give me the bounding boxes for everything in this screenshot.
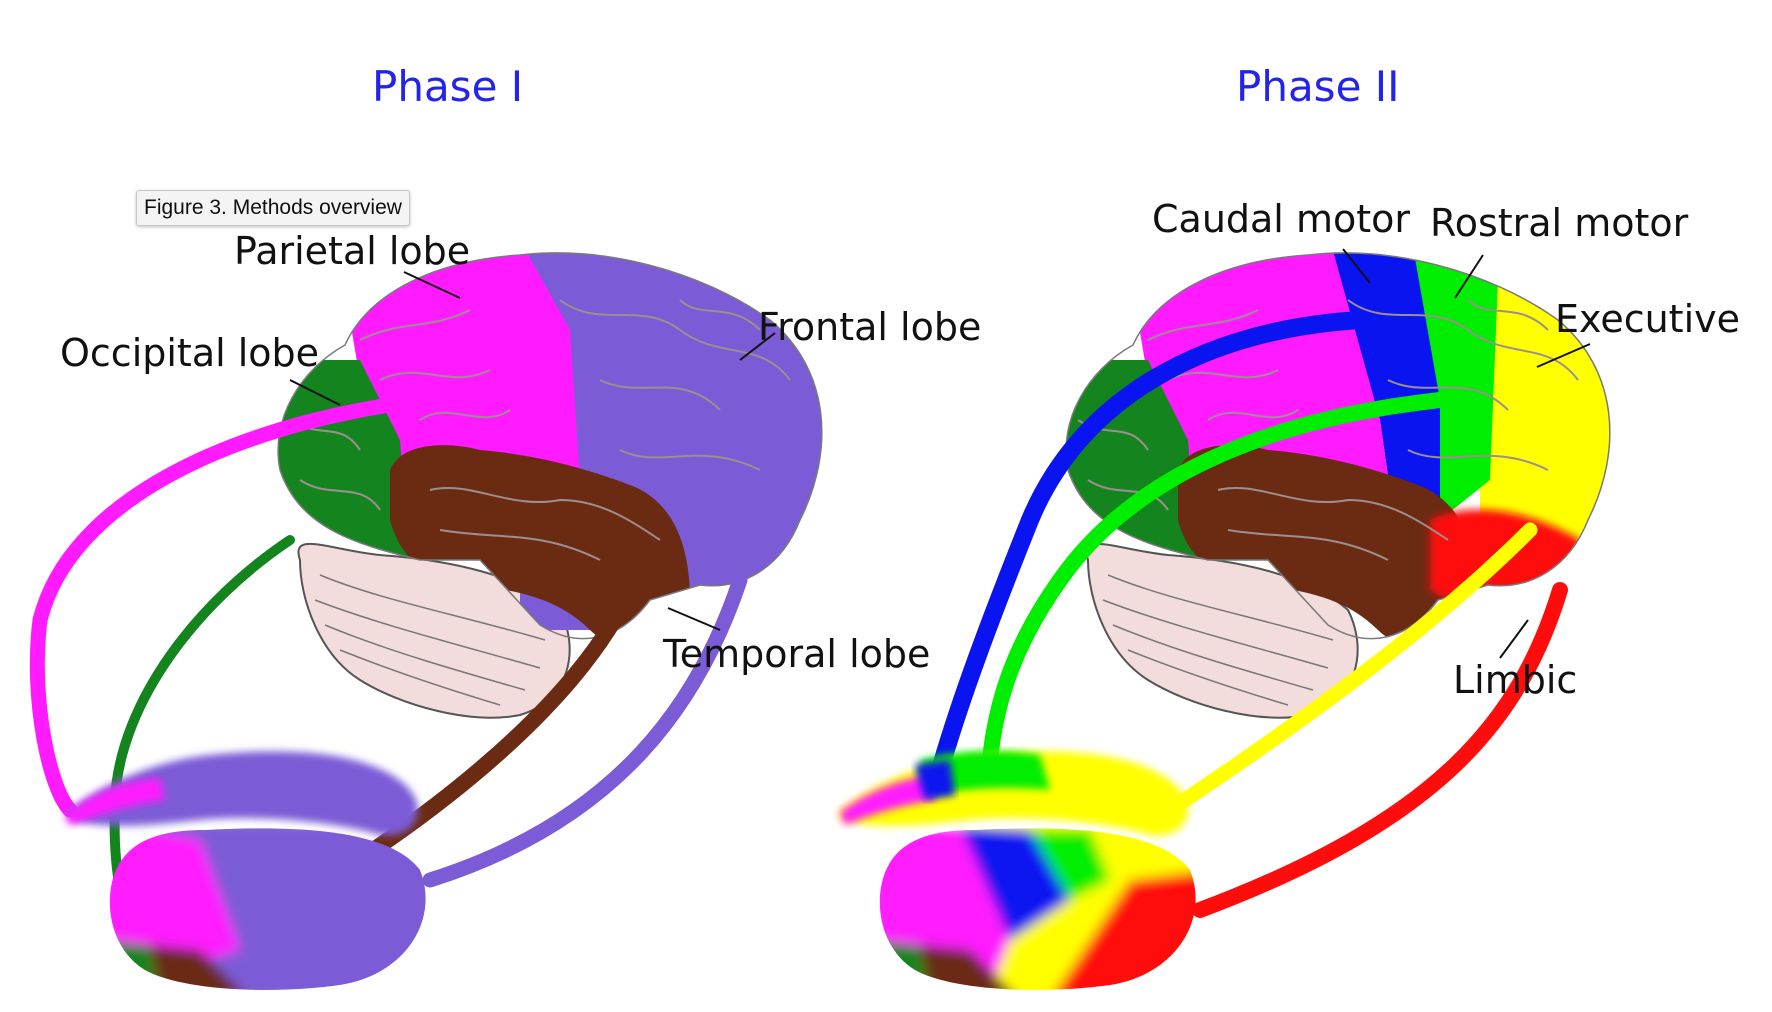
rostral-motor-label: Rostral motor (1430, 201, 1689, 245)
executive-label: Executive (1555, 297, 1740, 341)
brain-outline-2 (1065, 252, 1611, 640)
phase-2-title: Phase II (1236, 62, 1400, 111)
rostral-motor-region (1400, 252, 1500, 520)
parietal-lobe-label: Parietal lobe (234, 229, 470, 273)
striatum-2 (840, 750, 1196, 990)
frontal-projection-1 (422, 572, 748, 888)
temporal-region-1 (390, 445, 690, 639)
occipital-lobe-label: Occipital lobe (60, 331, 319, 375)
limbic-label: Limbic (1453, 658, 1577, 702)
cerebellum-1 (297, 542, 571, 719)
rostral-motor-projection (982, 392, 1448, 768)
temporal-region-2 (1178, 445, 1478, 639)
phase-2-diagram: Caudal motor Rostral motor Executive Lim… (840, 197, 1740, 990)
phase-1-diagram: Parietal lobe Occipital lobe Frontal lob… (29, 229, 981, 990)
callout-lines-1 (289, 271, 776, 631)
figure-tooltip: Figure 3. Methods overview (136, 190, 410, 226)
parietal-region-1 (340, 252, 580, 480)
parietal-projection-1 (29, 397, 398, 818)
caudal-motor-label: Caudal motor (1152, 197, 1410, 241)
striatum-1 (65, 751, 426, 990)
frontal-lobe-label: Frontal lobe (758, 305, 981, 349)
limbic-projection (1192, 582, 1568, 918)
temporal-lobe-label: Temporal lobe (662, 632, 930, 676)
brain-outline-1 (277, 252, 823, 640)
callout-lines-2 (1342, 248, 1591, 659)
caudal-motor-projection (931, 311, 1369, 779)
executive-projection (1162, 522, 1538, 818)
caudal-motor-region (1325, 252, 1440, 520)
phase-1-title: Phase I (372, 62, 524, 111)
